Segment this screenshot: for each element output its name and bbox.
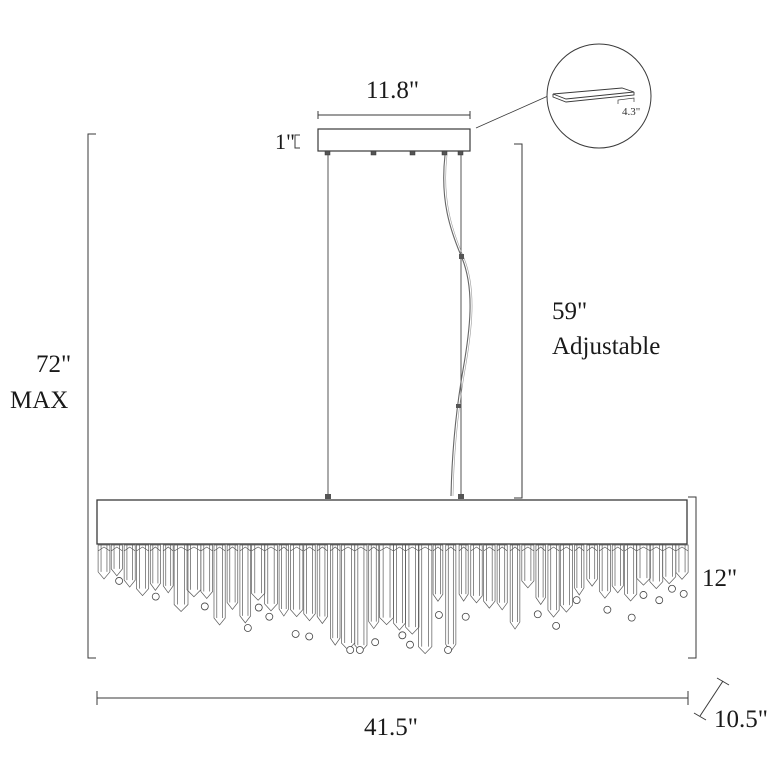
crystal-prism	[470, 544, 483, 604]
crystal-bead	[305, 632, 314, 641]
crystal-bead	[398, 631, 407, 640]
crystal-prism	[173, 544, 189, 613]
fixture-frame	[96, 499, 688, 545]
crystal-prism	[559, 544, 573, 613]
crystal-prism	[110, 544, 123, 577]
crystal-prism	[97, 544, 111, 580]
crystal-prism	[303, 544, 316, 622]
crystal-prism	[251, 544, 266, 601]
crystal-prism	[278, 544, 289, 617]
overall-height-bracket	[87, 133, 96, 659]
crystal-prism	[290, 544, 304, 618]
crystal-prism	[213, 544, 226, 626]
crystal-bead	[200, 602, 209, 611]
canopy-height-label: 1"	[275, 129, 295, 154]
crystal-prism	[547, 544, 560, 618]
crystal-prism	[368, 544, 380, 630]
crystal-prism	[611, 544, 624, 594]
crystal-bead	[435, 611, 443, 619]
canopy-detail-callout	[546, 43, 652, 149]
crystal-bead	[115, 577, 124, 585]
chain-length-value-label: 59"	[552, 298, 588, 325]
fixture-width-dimension	[96, 691, 689, 705]
crystal-bead	[254, 603, 263, 612]
crystal-prism	[598, 544, 611, 599]
canopy-width-label: 11.8"	[366, 77, 420, 104]
suspension-cables	[327, 155, 462, 496]
crystal-prism	[354, 544, 368, 653]
crystal-prism	[123, 544, 136, 588]
crystal-prism	[675, 544, 689, 580]
crystal-prism	[636, 544, 651, 586]
canopy	[317, 128, 471, 152]
crystal-prism	[226, 544, 239, 611]
crystal-bead	[291, 630, 300, 638]
crystal-prism	[458, 544, 469, 602]
crystal-prism	[239, 544, 252, 624]
crystal-bead	[346, 646, 355, 654]
canopy-height-bracket	[294, 134, 300, 149]
crystal-prism	[149, 544, 161, 591]
crystal-prism	[405, 544, 420, 635]
crystal-bead	[355, 646, 364, 654]
power-cord	[443, 154, 471, 497]
crystal-prism	[574, 544, 585, 596]
crystal-prism	[341, 544, 356, 651]
crystal-prism	[200, 544, 213, 600]
crystal-bead	[679, 590, 688, 598]
crystal-prism	[496, 544, 508, 611]
crystal-prism	[483, 544, 496, 609]
crystal-bead	[461, 612, 470, 621]
crystal-bead	[627, 613, 636, 622]
crystal-prism	[379, 544, 394, 626]
fixture-depth-label: 10.5"	[714, 706, 768, 733]
overall-height-note-label: MAX	[10, 387, 69, 414]
crystal-bead	[265, 612, 274, 621]
crystal-prism	[535, 544, 546, 606]
crystal-bead	[243, 624, 252, 632]
crystal-prism	[186, 544, 202, 598]
fixture-width-label: 41.5"	[364, 714, 418, 741]
crystal-prism	[586, 544, 598, 587]
crystal-prism	[264, 544, 278, 612]
crystal-prism	[662, 544, 677, 585]
detail-leader-line	[475, 95, 549, 129]
fixture-height-bracket	[688, 496, 697, 659]
chain-length-note-label: Adjustable	[552, 333, 661, 360]
fixture-height-label: 12"	[702, 565, 738, 592]
crystal-prism	[136, 544, 150, 597]
crystal-prism	[624, 544, 638, 602]
crystal-prism	[432, 544, 444, 602]
crystal-bead	[552, 621, 561, 630]
crystal-bead	[572, 596, 581, 605]
canopy-screws	[324, 150, 464, 156]
crystal-prism	[162, 544, 174, 594]
chain-length-bracket	[514, 143, 523, 499]
crystal-bead	[639, 591, 648, 599]
canopy-depth-label: 4.3"	[622, 106, 641, 118]
crystal-prism	[330, 544, 341, 646]
crystal-prism	[316, 544, 328, 625]
crystal-bead	[603, 605, 612, 614]
crystal-bead	[655, 596, 664, 605]
crystal-bead	[151, 592, 160, 601]
crystal-prism	[509, 544, 521, 630]
crystal-prism	[445, 544, 457, 652]
crystal-prism	[418, 544, 433, 655]
crystal-prism	[649, 544, 664, 590]
overall-height-value-label: 72"	[36, 351, 72, 378]
crystal-bead	[371, 638, 380, 647]
crystal-prism	[393, 544, 406, 631]
crystal-bead	[668, 584, 676, 593]
crystal-drops	[97, 544, 689, 655]
canopy-width-dimension	[317, 111, 471, 119]
crystal-bead	[444, 646, 452, 654]
crystal-bead	[533, 610, 542, 619]
fixture-depth-dimension	[693, 677, 730, 721]
crystal-prism	[521, 544, 535, 589]
crystal-bead	[406, 640, 414, 649]
